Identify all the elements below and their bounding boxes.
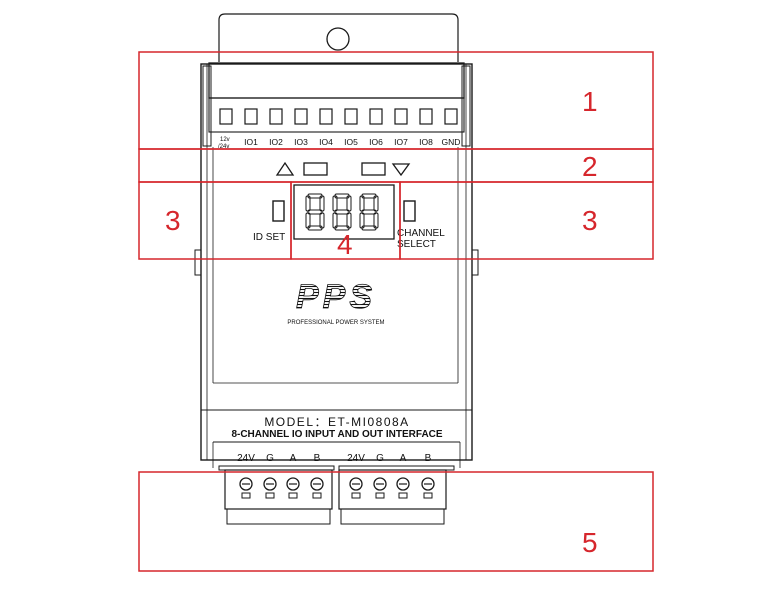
terminal-screw-icon [239,477,253,499]
top-terminal-slot [369,108,383,125]
mounting-hole [326,27,350,51]
up-button-led [303,162,328,176]
seven-segment-display [293,184,395,240]
terminal-screw-icon [396,477,410,499]
zone-5-box [138,471,654,572]
top-terminal-slot [444,108,458,125]
top-terminal-label: IO3 [294,137,308,147]
annotation-zones: 1 2 3 3 4 5 [138,51,654,572]
terminal-screw-icon [349,477,363,499]
zone-2-number: 2 [582,151,598,182]
top-terminal-label: IO2 [269,137,283,147]
zone-3-left-number: 3 [165,205,181,236]
id-set-button[interactable] [272,200,285,222]
seven-segment-digit [359,193,379,231]
seven-segment-digit [305,193,325,231]
top-terminal-block: 12v /24v IO1 IO2 IO3 IO4 IO5 IO6 IO7 IO8 GND [202,62,471,150]
bottom-terminal-area: 24V G A B 24V G A B [212,441,461,525]
terminal-screw-icon [373,477,387,499]
power-label-24v: /24v [218,144,229,150]
arrow-up-icon[interactable] [275,161,295,176]
bottom-connector-left [218,465,335,525]
zone-5-number: 5 [582,527,598,558]
top-terminal-slot [419,108,433,125]
device-enclosure [194,63,479,461]
terminal-screw-icon [421,477,435,499]
bottom-terminal-label: 24V [237,453,255,464]
arrow-down-icon[interactable] [391,163,411,177]
bottom-terminal-label: A [400,453,407,464]
zone-4-number: 4 [337,229,353,260]
seven-segment-digit [332,193,352,231]
top-terminal-label: IO1 [244,137,258,147]
top-terminal-label: GND [442,137,461,147]
zone-2-box [138,148,654,183]
channel-select-label-line2: SELECT [397,239,436,250]
top-terminal-slot [344,108,358,125]
zone-1-box [138,51,654,150]
channel-nav-row [275,161,411,177]
brand-logo: PPS PROFESSIONAL POWER SYSTEM [287,278,384,326]
channel-select-button[interactable] [403,200,416,222]
zone-3-left-box [138,181,292,260]
bottom-terminal-label: B [425,453,432,464]
zone-1-number: 1 [582,86,598,117]
mounting-tab [218,13,459,62]
brand-tagline: PROFESSIONAL POWER SYSTEM [287,320,384,326]
zone-3-right-number: 3 [582,205,598,236]
down-button-led [361,162,386,176]
top-terminal-label: IO7 [394,137,408,147]
terminal-screw-icon [286,477,300,499]
top-terminal-label: IO6 [369,137,383,147]
description-label: 8-CHANNEL IO INPUT AND OUT INTERFACE [231,429,442,440]
power-label-12v: 12v [220,137,230,143]
bottom-terminal-label: 24V [347,453,365,464]
top-terminal-slot [219,108,233,125]
terminal-screw-icon [310,477,324,499]
top-terminal-label: IO4 [319,137,333,147]
terminal-screw-icon [263,477,277,499]
channel-select-label-line1: CHANNEL [397,228,445,239]
bottom-terminal-label: B [314,453,321,464]
top-terminal-slot [244,108,258,125]
zone-3-right-box [399,181,654,260]
channel-select-group: CHANNEL SELECT [397,200,445,250]
brand-logo-text: PPS [296,278,376,316]
id-set-label: ID SET [253,232,285,243]
id-set-group: ID SET [253,200,285,243]
bottom-terminal-label: A [290,453,297,464]
bottom-terminal-label: G [266,453,274,464]
top-terminal-slot [319,108,333,125]
top-terminal-slot [394,108,408,125]
top-terminal-label: IO8 [419,137,433,147]
model-label: MODEL：ET-MI0808A [264,415,409,429]
top-terminal-label: IO5 [344,137,358,147]
top-terminal-slot [294,108,308,125]
bottom-connector-right [338,465,455,525]
top-terminal-slot [269,108,283,125]
bottom-terminal-label: G [376,453,384,464]
